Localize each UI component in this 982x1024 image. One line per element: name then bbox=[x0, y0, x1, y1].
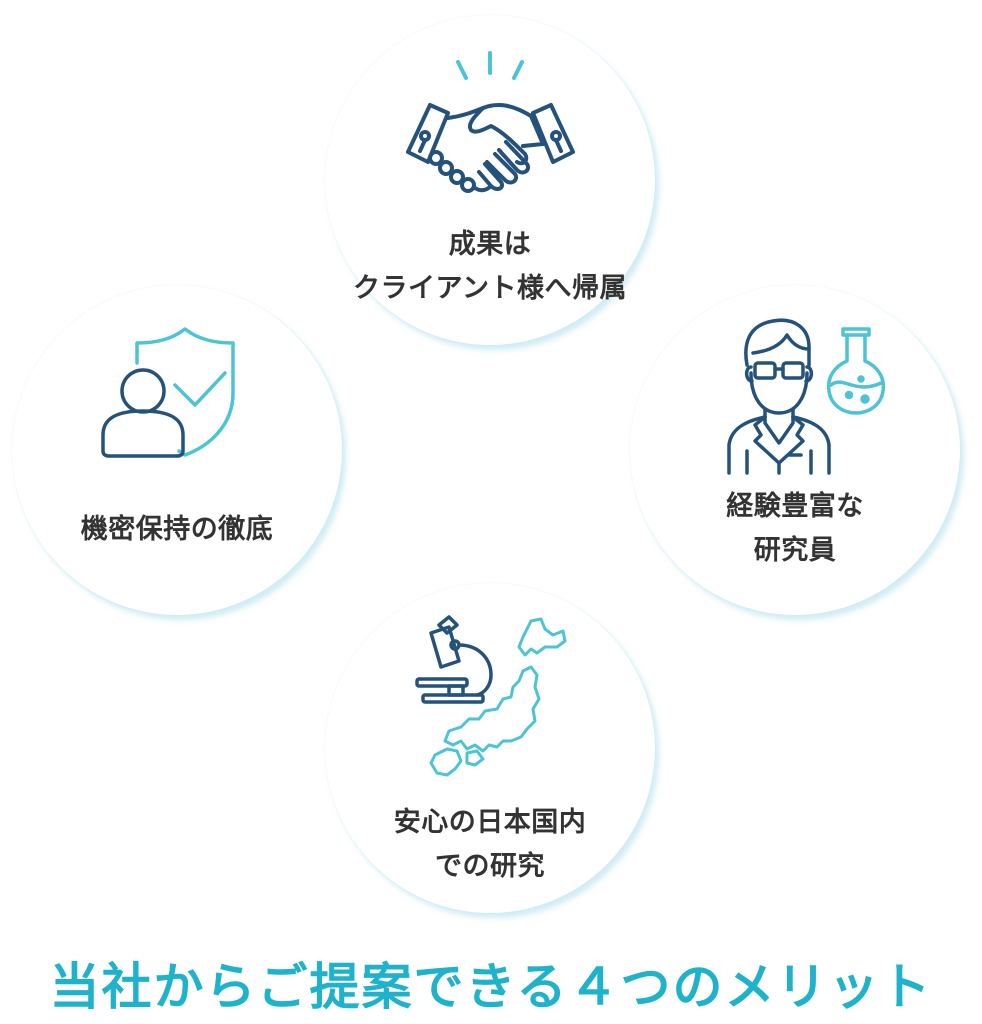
merit-label: 成果は クライアント様へ帰属 bbox=[325, 223, 655, 311]
merit-label-line: 安心の日本国内 bbox=[393, 807, 587, 838]
merit-label-line: での研究 bbox=[435, 851, 545, 882]
handshake-icon bbox=[403, 50, 578, 209]
researcher-flask-icon bbox=[725, 313, 886, 482]
merit-label-line: 機密保持の徹底 bbox=[80, 514, 274, 545]
merit-label-line: 研究員 bbox=[753, 535, 837, 566]
merit-label: 機密保持の徹底 bbox=[12, 508, 342, 552]
merit-card-ownership: 成果は クライアント様へ帰属 bbox=[325, 15, 655, 345]
merit-card-domestic-research: 安心の日本国内 での研究 bbox=[325, 583, 655, 913]
merit-card-researchers: 経験豊富な 研究員 bbox=[630, 285, 960, 615]
merit-label-line: クライアント様へ帰属 bbox=[353, 273, 627, 304]
merit-label-line: 成果は bbox=[448, 229, 532, 260]
microscope-japan-map-icon bbox=[413, 613, 578, 787]
user-shield-check-icon bbox=[97, 323, 257, 472]
section-headline: 当社からご提案できる４つのメリット bbox=[49, 958, 933, 1016]
merit-label: 安心の日本国内 での研究 bbox=[325, 801, 655, 889]
merit-label: 経験豊富な 研究員 bbox=[630, 485, 960, 573]
merit-card-confidentiality: 機密保持の徹底 bbox=[12, 285, 342, 615]
merit-label-line: 経験豊富な bbox=[726, 491, 864, 522]
